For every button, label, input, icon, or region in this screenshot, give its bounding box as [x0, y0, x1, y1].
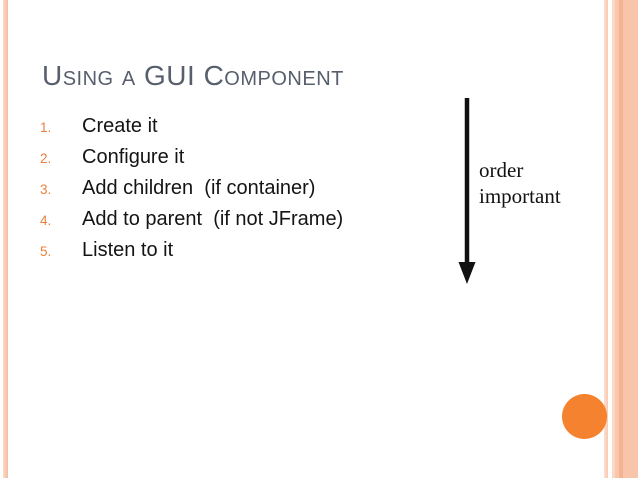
list-item-number: 3.	[40, 182, 52, 197]
list-item-text: Add children (if container)	[82, 177, 316, 199]
list-item-number: 1.	[40, 120, 52, 135]
right-border-band	[612, 0, 638, 478]
list-item-number: 4.	[40, 213, 52, 228]
list-item-text: Configure it	[82, 146, 185, 168]
down-arrow-icon	[458, 98, 476, 284]
list-item-text: Add to parent (if not JFrame)	[82, 208, 344, 230]
list-item: 1. Create it	[40, 111, 420, 142]
orange-circle-decoration	[562, 394, 607, 439]
list-item: 5. Listen to it	[40, 235, 420, 266]
order-annotation-line: order	[479, 158, 524, 182]
slide-title: Using a GUI Component	[42, 60, 344, 91]
list-item: 3. Add children (if container)	[40, 173, 420, 204]
list-item: 2. Configure it	[40, 142, 420, 173]
list-item-text: Create it	[82, 115, 158, 137]
numbered-list: 1. Create it 2. Configure it 3. Add chil…	[40, 111, 420, 266]
list-item: 4. Add to parent (if not JFrame)	[40, 204, 420, 235]
list-item-number: 2.	[40, 151, 52, 166]
list-item-number: 5.	[40, 244, 52, 259]
list-item-text: Listen to it	[82, 239, 174, 261]
order-annotation-line: important	[479, 184, 561, 208]
left-border-stripe	[3, 0, 8, 478]
order-annotation: order important	[479, 157, 561, 209]
right-border-thin-stripe	[604, 0, 608, 478]
